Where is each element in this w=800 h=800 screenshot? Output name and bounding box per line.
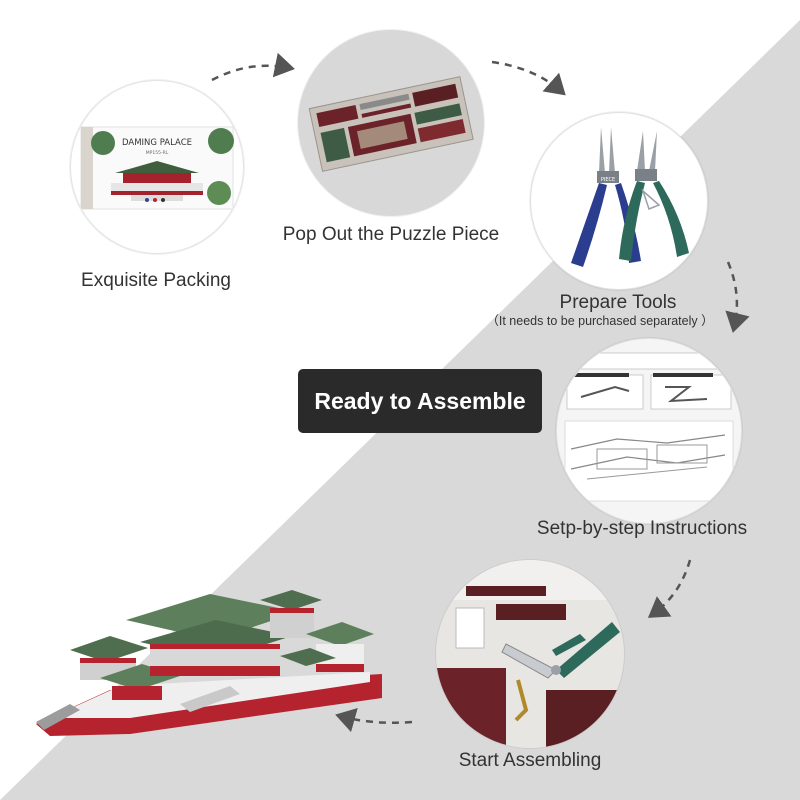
assembling-image (436, 560, 624, 748)
pliers-tag: PIECE (601, 177, 615, 183)
packing-label: Exquisite Packing (81, 270, 231, 291)
pliers-icon (619, 131, 689, 261)
palace-model-icon (36, 590, 382, 736)
instructions-image (556, 338, 742, 524)
packing-image: DAMING PALACE MP155-RL (70, 80, 244, 254)
assembling-label: Start Assembling (458, 750, 602, 771)
ready-to-assemble-badge: Ready to Assemble (298, 369, 542, 433)
tools-image: PIECE (530, 112, 708, 290)
tools-note: （It needs to be purchased separately ） (486, 314, 714, 328)
instructions-label: Setp-by-step Instructions (536, 518, 748, 539)
tools-label: Prepare Tools (559, 292, 677, 313)
puzzle-sheet-image (298, 30, 484, 216)
pop-out-label: Pop Out the Puzzle Piece (282, 224, 500, 245)
box-title: DAMING PALACE (122, 138, 192, 148)
box-code: MP155-RL (146, 150, 169, 156)
